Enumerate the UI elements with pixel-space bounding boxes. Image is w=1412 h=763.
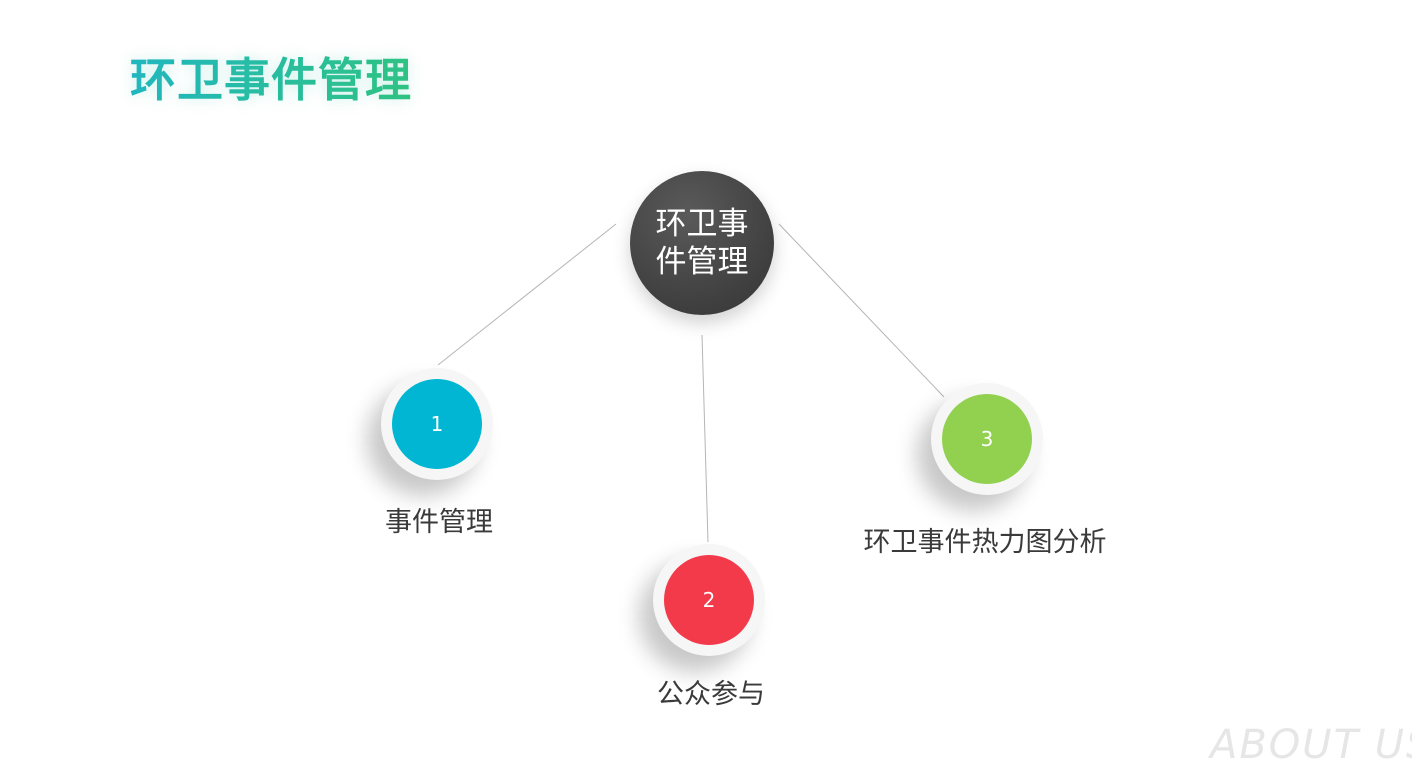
node-2-number: 2 xyxy=(702,588,716,612)
node-1-number: 1 xyxy=(430,412,444,436)
node-3-badge: 3 xyxy=(942,394,1032,484)
node-3: 3 xyxy=(931,383,1043,495)
node-2-label: 公众参与 xyxy=(657,679,765,710)
central-hub-node: 环卫事件管理 xyxy=(630,171,774,315)
node-2: 2 xyxy=(653,544,765,656)
node-1-badge: 1 xyxy=(392,379,482,469)
node-1: 1 xyxy=(381,368,493,480)
hub-label: 环卫事件管理 xyxy=(655,206,749,280)
node-3-number: 3 xyxy=(980,427,994,451)
connector-line-2 xyxy=(701,334,709,543)
connector-line-3 xyxy=(778,223,945,398)
node-1-label: 事件管理 xyxy=(385,507,493,538)
node-2-badge: 2 xyxy=(664,555,754,645)
page-title: 环卫事件管理 xyxy=(130,44,412,110)
connector-line-1 xyxy=(437,223,617,366)
node-3-label: 环卫事件热力图分析 xyxy=(863,527,1107,558)
watermark-text: ABOUT US xyxy=(1210,722,1412,763)
